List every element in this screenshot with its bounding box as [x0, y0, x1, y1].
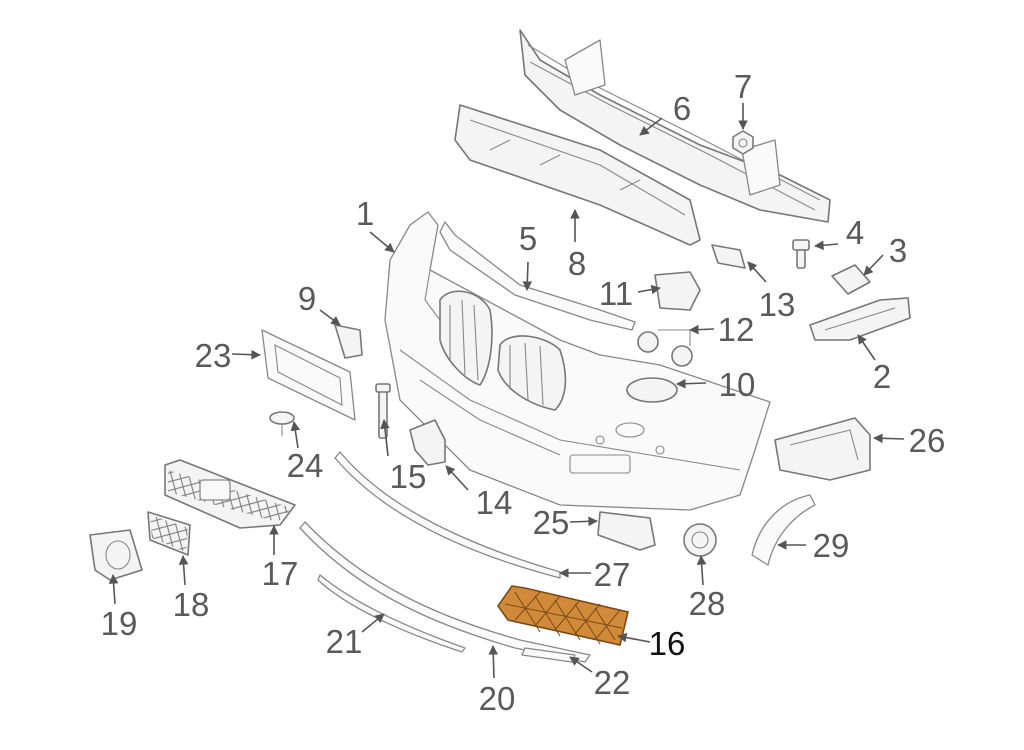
part-25-cover — [597, 511, 656, 551]
part-28-foglamp — [683, 523, 717, 557]
part-21-strip — [317, 574, 466, 653]
callout-1: 1 — [356, 195, 374, 232]
callout-10: 10 — [719, 366, 756, 403]
part-3-clip — [831, 264, 871, 295]
callout-22: 22 — [594, 664, 631, 701]
callout-15: 15 — [390, 458, 427, 495]
callout-26: 26 — [909, 422, 946, 459]
part-14-bracket — [409, 419, 446, 466]
callout-4: 4 — [846, 214, 864, 251]
part-23-license-base — [261, 329, 356, 421]
part-5-upper-trim — [439, 221, 636, 331]
callout-2: 2 — [873, 358, 891, 395]
callout-13: 13 — [759, 286, 796, 323]
callout-17: 17 — [262, 555, 299, 592]
callout-3: 3 — [889, 232, 907, 269]
callout-25: 25 — [533, 504, 570, 541]
part-12-holder — [637, 329, 693, 367]
part-8-energy-absorber — [454, 104, 701, 246]
callout-28: 28 — [689, 585, 726, 622]
leader-lines — [108, 103, 905, 679]
callout-14: 14 — [476, 484, 513, 521]
part-27-strip — [334, 451, 561, 579]
callout-24: 24 — [287, 447, 324, 484]
part-2-bracket — [809, 297, 911, 341]
part-19-frame — [89, 529, 143, 581]
callout-9: 9 — [298, 280, 316, 317]
callout-29: 29 — [813, 527, 850, 564]
part-29-strip — [751, 494, 816, 566]
part-11-bracket — [654, 271, 701, 311]
part-24-screw — [269, 411, 295, 436]
part-4-bolt — [792, 239, 810, 269]
part-6-reinforcement-bar — [519, 29, 831, 223]
callout-5: 5 — [519, 220, 537, 257]
part-20-strip — [299, 521, 591, 663]
callout-19: 19 — [101, 605, 138, 642]
part-1-bumper-cover — [384, 211, 771, 511]
part-7-nut — [732, 130, 754, 155]
callout-21: 21 — [326, 623, 363, 660]
callout-labels: 1 2 3 4 5 6 7 8 9 10 11 12 13 14 15 16 1… — [101, 68, 946, 717]
part-15-bolt — [375, 383, 391, 439]
callout-18: 18 — [173, 586, 210, 623]
part-26-duct — [774, 417, 871, 481]
callout-16-highlighted: 16 — [649, 625, 686, 662]
callout-6: 6 — [673, 90, 691, 127]
part-17-grille — [164, 459, 296, 529]
callout-20: 20 — [479, 680, 516, 717]
part-9-bracket — [334, 324, 363, 359]
callout-8: 8 — [568, 245, 586, 282]
callout-7: 7 — [734, 68, 752, 105]
part-13-clip — [711, 244, 746, 269]
callout-11: 11 — [599, 275, 633, 312]
part-10-cap — [626, 377, 678, 403]
callout-23: 23 — [195, 337, 232, 374]
callout-12: 12 — [718, 311, 755, 348]
part-18-grille — [147, 511, 191, 556]
part-16-highlighted-grille — [497, 585, 629, 646]
callout-27: 27 — [594, 556, 631, 593]
